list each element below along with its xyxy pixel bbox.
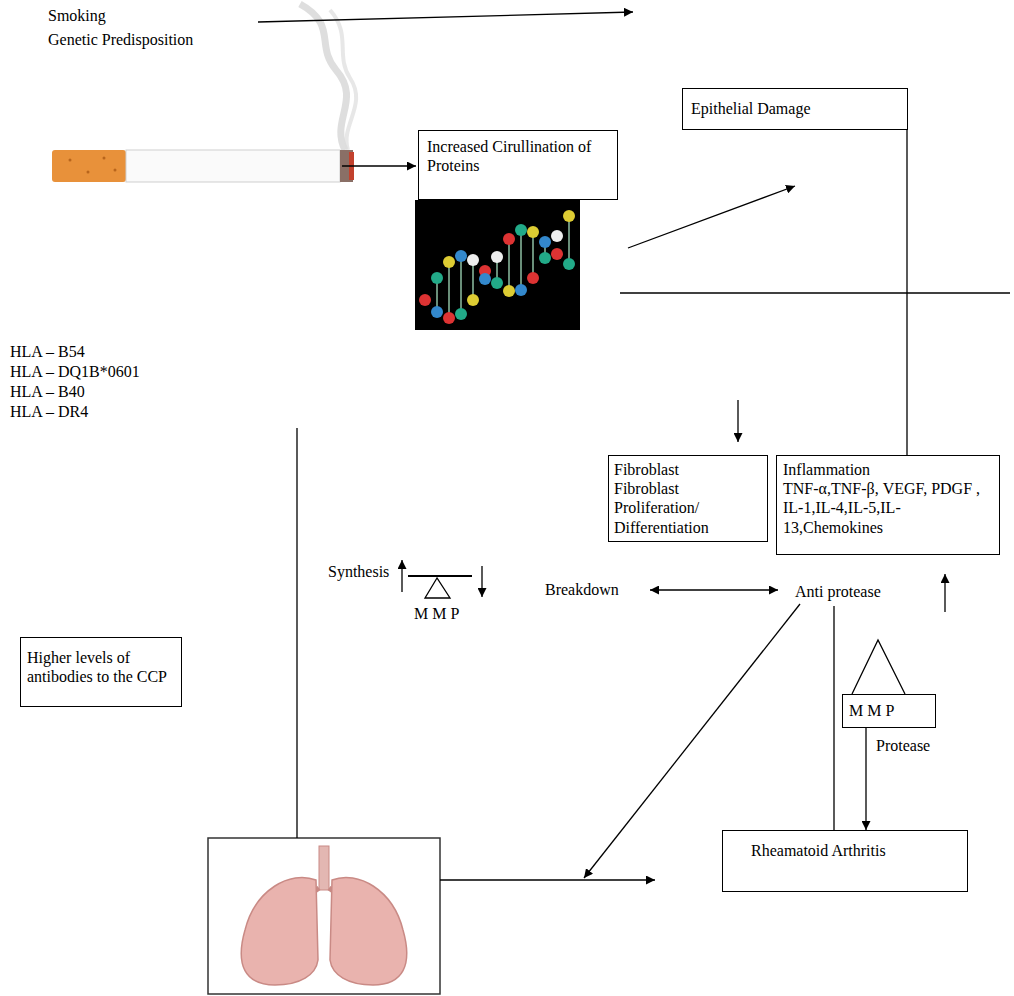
text-label: Smoking xyxy=(48,6,106,25)
line xyxy=(833,606,834,830)
seesaw xyxy=(408,575,472,577)
process-box: Epithelial Damage xyxy=(682,88,908,130)
text-label: Anti protease xyxy=(795,582,881,601)
text-label: Genetic Predisposition xyxy=(48,30,193,49)
lungs-picture xyxy=(208,838,440,994)
text-label: HLA – B54 xyxy=(10,342,85,361)
connector xyxy=(906,130,907,455)
box-text: Higher levels of antibodies to the CCP xyxy=(27,648,175,686)
box-text: TNF-α,TNF-β, VEGF, PDGF , IL-1,IL-4,IL-5… xyxy=(783,479,993,537)
line xyxy=(620,292,1010,293)
arrow xyxy=(481,566,482,597)
connector xyxy=(865,728,866,830)
box-text: Epithelial Damage xyxy=(691,99,899,118)
arrow xyxy=(944,574,945,612)
text-label: M M P xyxy=(414,604,459,623)
process-box: Increased Cirullination of Proteins xyxy=(418,130,618,200)
lung xyxy=(241,877,318,985)
box-text: Inflammation xyxy=(783,460,993,479)
text-label: HLA – DR4 xyxy=(10,402,88,421)
dna-picture xyxy=(415,200,580,330)
process-box: FibroblastFibroblast Proliferation/ Diff… xyxy=(608,455,768,542)
arrow xyxy=(628,186,795,248)
arrow xyxy=(258,12,633,22)
line xyxy=(296,428,297,838)
text-label: Protease xyxy=(876,736,930,755)
arrow xyxy=(342,165,416,166)
process-box: Rheamatoid Arthritis xyxy=(722,830,968,892)
text-label: Synthesis xyxy=(328,562,389,581)
arrow xyxy=(737,400,738,442)
text-label: HLA – B40 xyxy=(10,382,85,401)
process-box: Higher levels of antibodies to the CCP xyxy=(20,637,182,707)
arrow xyxy=(401,560,402,592)
process-box: M M P xyxy=(842,694,936,728)
smoke xyxy=(330,10,356,150)
text-label: Breakdown xyxy=(545,580,619,599)
box-text: Fibroblast xyxy=(614,460,762,479)
process-box: InflammationTNF-α,TNF-β, VEGF, PDGF , IL… xyxy=(776,455,1000,555)
fulcrum xyxy=(425,578,450,598)
triangle xyxy=(852,640,905,694)
box-text: M M P xyxy=(849,701,929,720)
double-arrow xyxy=(650,589,778,590)
box-text: Increased Cirullination of Proteins xyxy=(427,137,609,175)
box-text: Fibroblast Proliferation/ Differentiatio… xyxy=(614,479,762,537)
arrow xyxy=(440,879,655,880)
cigarette-filter xyxy=(52,150,126,182)
cigarette-paper xyxy=(126,150,340,182)
lung xyxy=(330,877,407,985)
text-label: HLA – DQ1B*0601 xyxy=(10,362,140,381)
box-text: Rheamatoid Arthritis xyxy=(751,841,939,860)
